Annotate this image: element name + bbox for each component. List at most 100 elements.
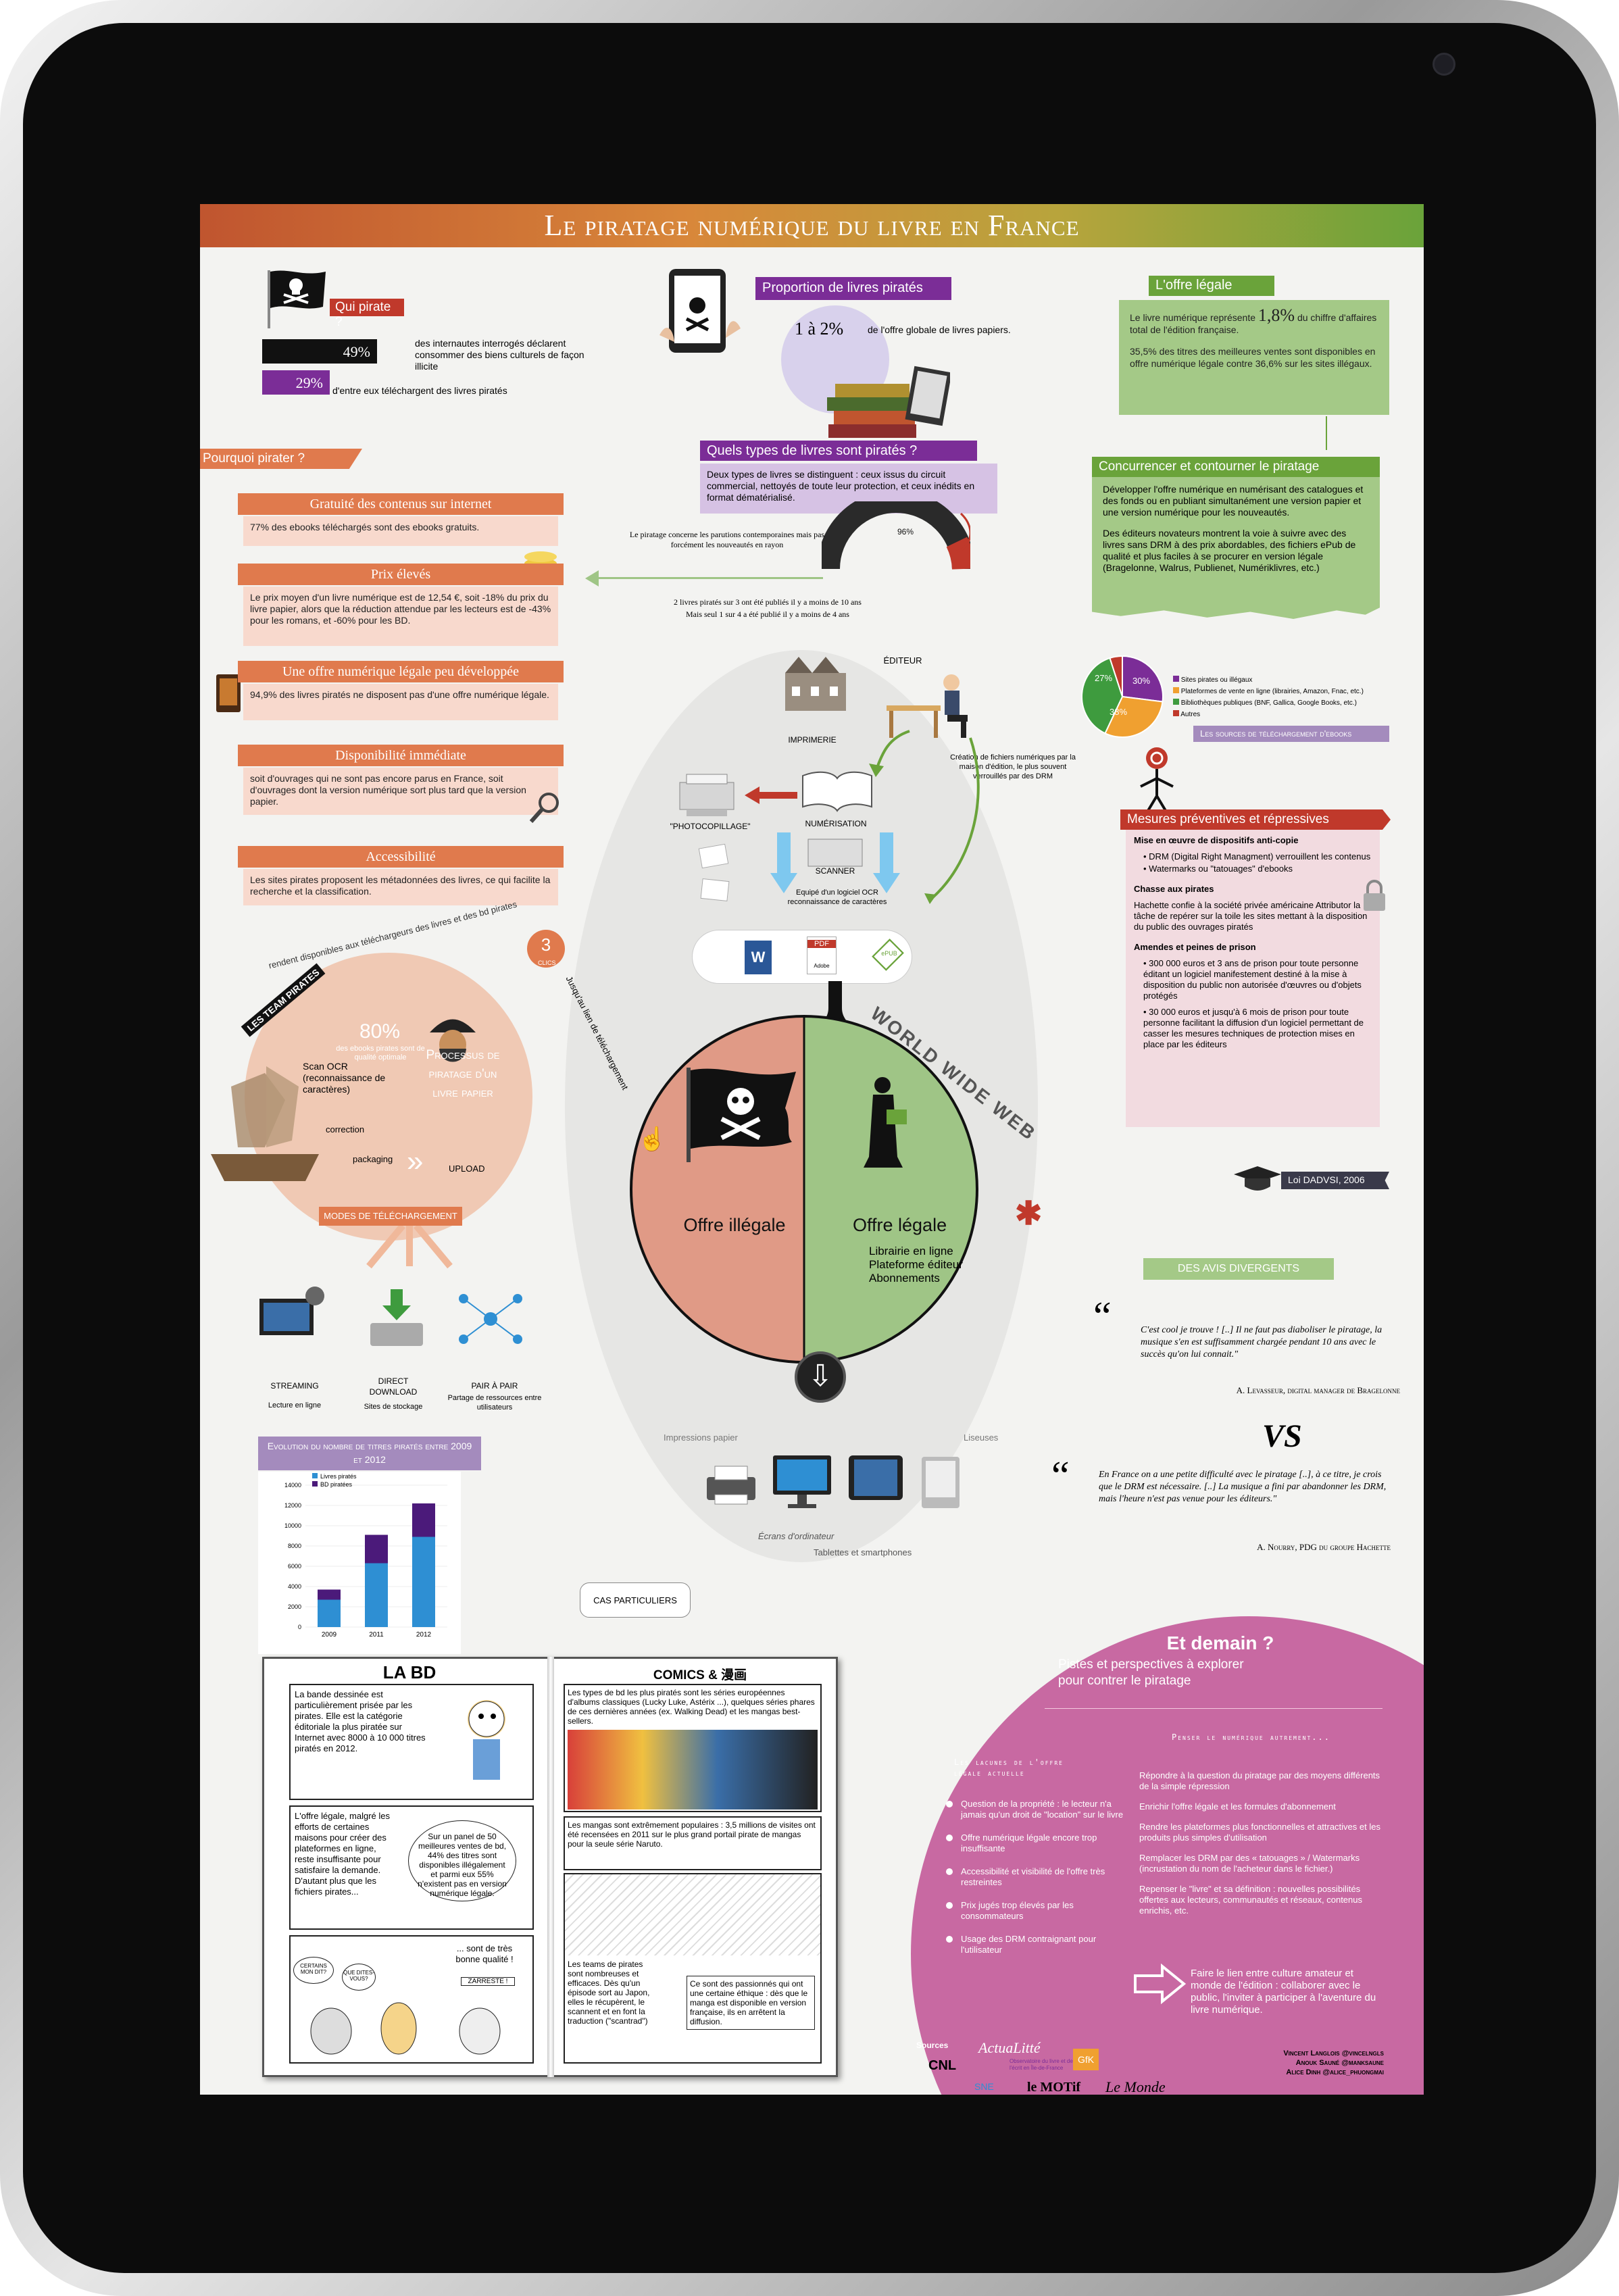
quels-types-note1: Le piratage concerne les parutions conte… xyxy=(629,530,825,549)
x-tick-label: 2011 xyxy=(369,1631,384,1639)
pourquoi-item-1-title: Gratuité des contenus sur internet xyxy=(238,493,564,515)
concurrencer-heading: Concurrencer et contourner le piratage xyxy=(1092,457,1380,477)
proportion-value: 1 à 2% xyxy=(795,319,844,339)
stat1-text: des internautes interrogés déclarent con… xyxy=(415,338,584,372)
imprimerie-label: IMPRIMERIE xyxy=(788,735,837,745)
pourquoi-item-3-text: 94,9% des livres piratés ne disposent pa… xyxy=(243,684,558,720)
pie-slice xyxy=(1122,655,1164,703)
split-arrow-icon xyxy=(937,981,938,982)
mode-streaming: STREAMING xyxy=(270,1381,319,1391)
logo-observatoire: Observatoire du livre et de l'écrit en Î… xyxy=(1010,2058,1073,2071)
publisher-desk-icon xyxy=(887,674,968,738)
bar-segment xyxy=(365,1563,388,1627)
clics-label: CLICS xyxy=(538,959,556,966)
comics-illustration xyxy=(568,1730,818,1810)
bullet-icon xyxy=(946,1835,953,1841)
mode-p2p-sub: Partage de ressources entre utilisateurs xyxy=(447,1394,542,1412)
quote-2: En France on a une petite difficulté ave… xyxy=(1099,1470,1387,1504)
concurrencer-box: Développer l'offre numérique en numérisa… xyxy=(1092,477,1380,619)
stat2-text: d'entre eux téléchargent des livres pira… xyxy=(332,385,507,396)
mode-direct: DIRECT DOWNLOAD xyxy=(369,1376,418,1397)
legend-item: Sites pirates ou illégaux xyxy=(1173,674,1389,686)
y-tick-label: 10000 xyxy=(284,1522,301,1529)
tablet-icon xyxy=(849,1455,903,1500)
quels-types-text: Deux types de livres se distinguent : ce… xyxy=(700,464,997,514)
pie-slice xyxy=(1104,695,1164,738)
gauge-icon xyxy=(822,501,970,570)
team-pct-text: des ebooks pirates sont de qualité optim… xyxy=(336,1045,425,1062)
offre-legale-heading: L'offre légale xyxy=(1149,276,1274,296)
printing-house-icon xyxy=(785,657,846,711)
pourquoi-item-4-title: Disponibilité immédiate xyxy=(238,745,564,766)
credits: Vincent Langlois @vincelngls Anouk Sauné… xyxy=(1283,2049,1384,2076)
team-step-ocr: Scan OCR (reconnaissance de caractères) xyxy=(303,1061,386,1095)
penser-item: Rendre les plateformes plus fonctionnell… xyxy=(1139,1822,1380,1843)
lacune-item: Offre numérique légale encore trop insuf… xyxy=(943,1832,1132,1854)
arrow-right-icon xyxy=(1134,1964,1187,2004)
logo-cnl: CNL xyxy=(928,2058,957,2073)
proportion-text: de l'offre globale de livres papiers. xyxy=(868,324,1011,335)
arrows-chevrons: » xyxy=(407,1145,424,1178)
arrow-left-green xyxy=(593,577,823,579)
x-tick-label: 2012 xyxy=(416,1631,432,1639)
photocopillage-label: "PHOTOCOPILLAGE" xyxy=(670,822,751,831)
mode-streaming-sub: Lecture en ligne xyxy=(268,1401,322,1409)
ereader-icon xyxy=(922,1457,960,1508)
penser-item: Remplacer les DRM par des « tatouages » … xyxy=(1139,1853,1360,1874)
ecrans-label: Écrans d'ordinateur xyxy=(758,1531,835,1541)
pourquoi-item-1-text: 77% des ebooks téléchargés sont des eboo… xyxy=(243,516,558,546)
comics-title: COMICS & 漫画 xyxy=(653,1668,747,1682)
download-arrow-button[interactable]: ⇩ xyxy=(795,1351,846,1403)
sources-label: Sources xyxy=(916,2041,949,2050)
team-step-upload: UPLOAD xyxy=(449,1164,485,1174)
scanner-beams-icon xyxy=(770,832,900,893)
pie-legend: Sites pirates ou illégaux Plateformes de… xyxy=(1173,674,1389,720)
pourquoi-heading: Pourquoi pirater ? xyxy=(200,449,362,469)
mode-p2p: PAIR À PAIR xyxy=(471,1381,518,1391)
bd-panel-1: La bande dessinée est particulièrement p… xyxy=(289,1684,534,1800)
evolution-heading: Evolution du nombre de titres piratés en… xyxy=(258,1437,481,1470)
page-title: Le piratage numérique du livre en France xyxy=(544,209,1080,242)
qui-pirate-heading: Qui pirate ? xyxy=(330,299,404,329)
lacune-item: Usage des DRM contraignant pour l'utilis… xyxy=(943,1934,1132,1955)
pirate-flag-icon xyxy=(268,270,326,328)
legend-item: Autres xyxy=(1173,709,1389,720)
bar-segment xyxy=(412,1503,435,1537)
tablettes-label: Tablettes et smartphones xyxy=(814,1547,912,1557)
monitor-icon xyxy=(773,1455,831,1508)
pie-label-38: 38% xyxy=(1110,707,1128,717)
clics-badge: 3 xyxy=(527,930,565,968)
quels-types-heading: Quels types de livres sont piratés ? xyxy=(700,441,977,461)
modes-heading: MODES DE TÉLÉCHARGEMENT xyxy=(319,1207,462,1226)
copyright-man-icon xyxy=(1140,747,1174,818)
y-tick-label: 2000 xyxy=(288,1603,301,1610)
infographic[interactable]: Le piratage numérique du livre en France… xyxy=(200,204,1424,2095)
editeur-label: ÉDITEUR xyxy=(883,655,922,666)
demain-title: Et demain ? xyxy=(1166,1632,1274,1653)
legale-item: Plateforme éditeur xyxy=(869,1258,963,1271)
pourquoi-item-2-text: Le prix moyen d'un livre numérique est d… xyxy=(243,587,558,646)
hand-cursor-icon: ☝ xyxy=(638,1126,667,1152)
proportion-heading: Proportion de livres piratés xyxy=(755,277,951,300)
mode-direct-sub: Sites de stockage xyxy=(364,1403,423,1411)
www-circle xyxy=(630,1015,978,1364)
y-tick-label: 12000 xyxy=(284,1502,301,1509)
creation-note: Création de fichiers numériques par la m… xyxy=(950,753,1076,780)
y-tick-label: 14000 xyxy=(284,1482,301,1489)
logo-motif: le MOTif xyxy=(1027,2080,1081,2095)
penser-item: Repenser le "livre" et sa définition : n… xyxy=(1139,1884,1362,1916)
bd-panel-3: CERTAINS MON DIT? QUE DITES-VOUS? ... so… xyxy=(289,1935,534,2064)
comics-panel-2: Les mangas sont extrêmement populaires :… xyxy=(564,1816,822,1870)
comic-character-icon xyxy=(310,2002,501,2055)
lacune-item: Prix jugés trop élevés par les consommat… xyxy=(943,1900,1132,1922)
pie-slice xyxy=(1109,655,1123,697)
penser-heading: Penser le numérique autrement... xyxy=(1172,1732,1330,1742)
comics-panel-1: Les types de bd les plus piratés sont le… xyxy=(564,1684,822,1812)
author-2: A. Nourry, PDG du groupe Hachette xyxy=(1257,1542,1391,1552)
manga-illustration xyxy=(565,1874,820,1955)
y-tick-label: 0 xyxy=(298,1624,301,1630)
camera-icon xyxy=(1433,53,1455,76)
bar-segment xyxy=(318,1589,341,1600)
pourquoi-item-3-title: Une offre numérique légale peu développé… xyxy=(238,661,564,682)
bar-segment xyxy=(318,1599,341,1627)
